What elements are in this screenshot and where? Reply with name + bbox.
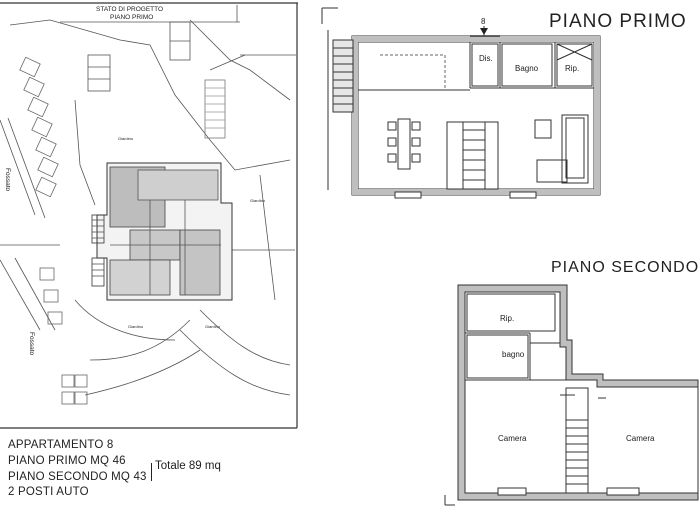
room-camera-right: Camera [626,434,655,443]
site-plan-labels: STATO DI PROGETTO PIANO PRIMO Fossato Fo… [4,6,266,356]
giardino-label-4: Giardino [205,324,221,329]
piano-primo-title: PIANO PRIMO [549,11,687,32]
giardino-label-2: Giardino [250,198,266,203]
piano-secondo-plan [444,284,699,506]
room-bagno: Bagno [515,64,539,73]
parking-stalls [19,56,88,405]
room-rip-2: Rip. [500,314,514,323]
site-header-line1: STATO DI PROGETTO [96,6,163,13]
piano-secondo-title: PIANO SECONDO [551,259,700,276]
piano-primo-labels: 8 Dis. Bagno Rip. [479,17,579,73]
fossato-label-1: Fossato [4,168,11,192]
info-piano-secondo: PIANO SECONDO MQ 43 [8,471,147,483]
unit-number: 8 [481,17,486,26]
room-dis: Dis. [479,54,493,63]
piano-secondo-labels: Rip. bagno Camera Camera [498,314,655,443]
room-rip: Rip. [565,64,579,73]
piano-primo-plan [321,7,601,199]
building-footprint [91,162,233,301]
room-camera-left: Camera [498,434,527,443]
info-posti-auto: 2 POSTI AUTO [8,486,89,498]
info-piano-primo: PIANO PRIMO MQ 46 [8,455,126,467]
info-total: Totale 89 mq [155,460,221,472]
room-bagno-2: bagno [502,350,525,359]
fossato-label-2: Fossato [28,332,35,356]
site-header-line2: PIANO PRIMO [110,14,153,21]
giardino-label-3: Giardino [128,324,144,329]
info-apartment: APPARTAMENTO 8 [8,439,114,451]
info-frame [151,463,152,481]
dining-table [397,118,411,170]
site-plan [0,2,298,429]
giardino-label-1: Giardino [118,136,134,141]
